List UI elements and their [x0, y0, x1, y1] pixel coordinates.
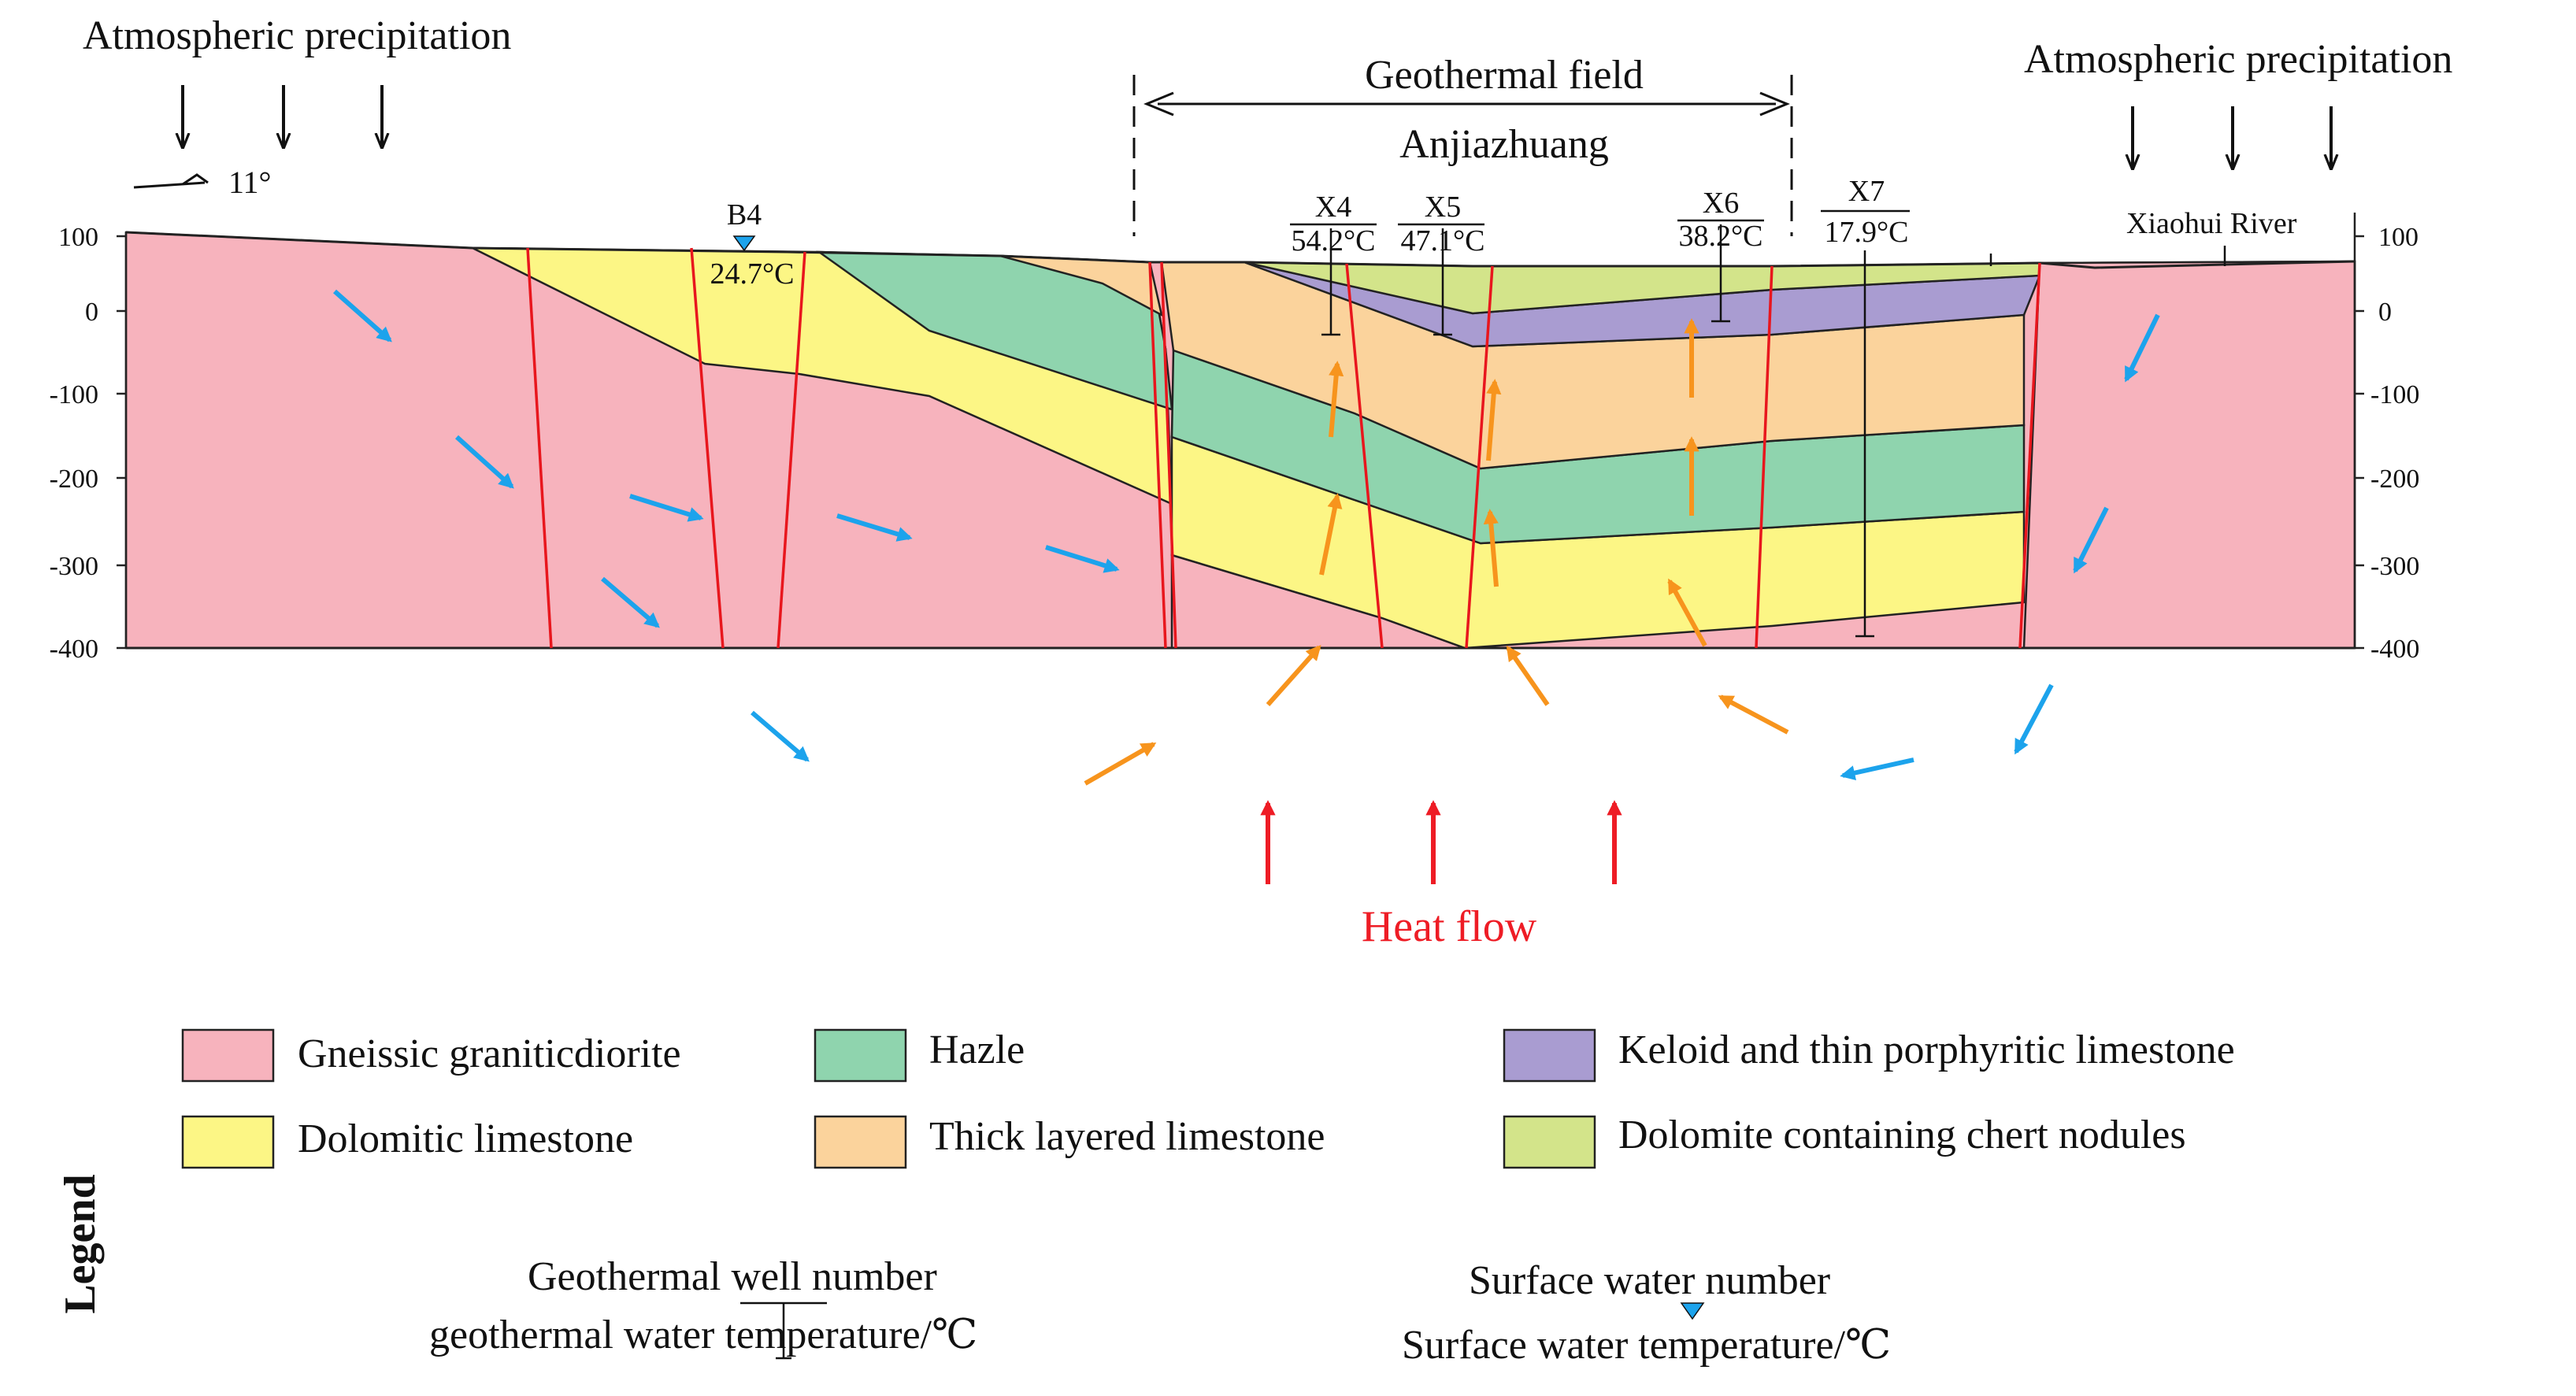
layer-granodiorite-right: [2022, 260, 2356, 650]
geothermal-well-x5: X5 47.1°C: [1398, 191, 1485, 336]
cold-water-flow-arrows: [333, 289, 2160, 781]
well-id: X4: [1315, 191, 1351, 224]
legend-sw-line2: Surface water temperature/℃: [1402, 1323, 1891, 1368]
legend-well-line1: Geothermal well number: [528, 1254, 937, 1299]
cold-water-arrow-icon: [751, 710, 810, 762]
legend: Legend Gneissic graniticdiorite Hazle Ke…: [56, 1028, 2235, 1368]
well-id: X6: [1703, 187, 1739, 220]
cold-water-arrow-icon: [1840, 757, 1914, 781]
geothermal-field-name: Anjiazhuang: [1399, 122, 1609, 167]
warm-water-arrow-icon: [1329, 361, 1344, 438]
tick-label: 0: [85, 298, 98, 327]
fault-line: [1160, 261, 1177, 649]
precipitation-label-right: Atmospheric precipitation: [2024, 37, 2452, 82]
cold-water-arrow-icon: [333, 289, 392, 343]
legend-label: Gneissic graniticdiorite: [298, 1031, 681, 1076]
precipitation-arrows-right: [2133, 106, 2331, 167]
precipitation-arrows-left: [183, 85, 382, 146]
tick-label: -400: [50, 635, 98, 664]
legend-swatch-granodiorite: [181, 1028, 275, 1083]
legend-sw-line1: Surface water number: [1469, 1258, 1830, 1303]
warm-water-arrow-icon: [1667, 578, 1707, 647]
warm-water-arrow-icon: [1084, 742, 1157, 786]
tick-label: -300: [2370, 552, 2419, 581]
tick-label: 0: [2378, 298, 2392, 327]
heat-flow-label: Heat flow: [1362, 902, 1537, 951]
legend-swatch-keloid: [1503, 1028, 1596, 1083]
legend-label: Dolomite containing chert nodules: [1618, 1113, 2186, 1157]
fault-line: [777, 251, 806, 649]
fault-line: [690, 247, 725, 649]
cold-water-arrow-icon: [2014, 683, 2054, 755]
dip-label: 11°: [228, 165, 272, 200]
tick-label: -200: [2370, 465, 2419, 494]
cold-water-arrow-icon: [1045, 545, 1120, 573]
cold-water-arrow-icon: [2124, 313, 2160, 383]
legend-label: Thick layered limestone: [929, 1114, 1325, 1159]
surface-water-id: B4: [727, 198, 762, 231]
left-depth-axis: [117, 232, 128, 650]
cold-water-arrow-icon: [601, 576, 660, 628]
fault-line: [1345, 263, 1384, 649]
warm-water-arrow-icon: [1266, 645, 1321, 706]
right-depth-axis: [2353, 213, 2364, 650]
geothermal-well-x4: X4 54.2°C: [1290, 191, 1377, 336]
cold-water-arrow-icon: [836, 513, 913, 542]
fault-line: [1148, 261, 1167, 649]
precipitation-label-left: Atmospheric precipitation: [83, 13, 511, 58]
fault-line: [1755, 265, 1774, 649]
geothermal-field-title: Geothermal field: [1365, 53, 1644, 98]
well-symbol-icon: [740, 1302, 827, 1360]
warm-water-arrow-icon: [1718, 694, 1789, 735]
tick-label: -100: [2370, 380, 2419, 409]
ground-surface: [125, 231, 2355, 269]
legend-well-line2: geothermal water temperature/℃: [429, 1313, 977, 1357]
tick-label: 100: [58, 223, 98, 252]
cold-water-arrow-icon: [629, 494, 704, 522]
legend-title: Legend: [56, 1174, 105, 1313]
warm-water-arrow-icon: [1506, 645, 1550, 706]
water-level-triangle-icon: [1680, 1302, 1705, 1320]
fault-line: [2018, 262, 2041, 649]
legend-swatch-dolomite-chert: [1503, 1115, 1596, 1169]
cold-water-arrow-icon: [2073, 506, 2109, 574]
tick-label: -200: [50, 465, 98, 494]
geothermal-well-x6: X6 38.2°C: [1677, 187, 1764, 323]
dip-symbol-icon: [133, 173, 209, 189]
well-temp: 17.9°C: [1824, 216, 1908, 249]
legend-label: Hazle: [929, 1028, 1025, 1072]
tick-label: -300: [50, 552, 98, 581]
tick-label: 100: [2378, 223, 2418, 252]
geothermal-well-x7: X7 17.9°C: [1821, 175, 1910, 638]
fault-line: [526, 247, 553, 649]
geothermal-field-bracket: [1132, 75, 1793, 236]
heat-flow-arrows: [1260, 800, 1622, 884]
strata: [124, 231, 2356, 650]
river-label: Xiaohui River: [2126, 207, 2297, 240]
cold-water-arrow-icon: [454, 435, 514, 489]
legend-swatch-thick-limestone: [814, 1115, 907, 1169]
surface-water-temp: 24.7°C: [710, 257, 794, 291]
warm-water-arrow-icon: [1319, 493, 1343, 576]
legend-label: Keloid and thin porphyritic limestone: [1618, 1028, 2235, 1072]
left-depth-tick-labels: 100 0 -100 -200 -300 -400: [50, 223, 98, 664]
legend-swatch-hazle: [814, 1028, 907, 1083]
well-temp: 54.2°C: [1291, 224, 1375, 257]
tick-label: -100: [50, 380, 98, 409]
well-id: X5: [1425, 191, 1461, 224]
faults: [526, 247, 2041, 649]
fault-line: [1465, 265, 1494, 649]
tick-label: -400: [2370, 635, 2419, 664]
warm-water-arrow-icon: [1486, 379, 1502, 461]
well-id: X7: [1848, 175, 1885, 208]
warm-water-arrow-icon: [1483, 509, 1499, 587]
legend-label: Dolomitic limestone: [298, 1116, 633, 1161]
surface-water-b4: B4 24.7°C: [710, 198, 794, 291]
right-depth-tick-labels: 100 0 -100 -200 -300 -400: [2370, 223, 2419, 664]
legend-swatch-dolomitic-limestone: [181, 1115, 275, 1169]
warm-water-flow-arrows: [1084, 318, 1789, 786]
water-level-triangle-icon: [732, 235, 756, 252]
